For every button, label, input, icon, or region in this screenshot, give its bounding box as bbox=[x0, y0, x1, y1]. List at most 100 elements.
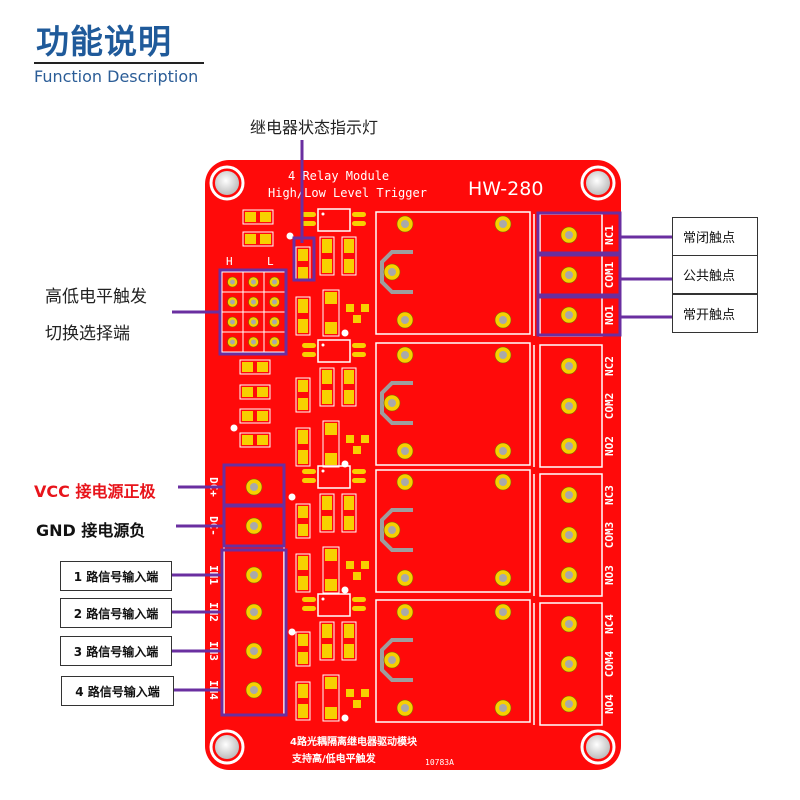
mounting-hole bbox=[209, 729, 245, 765]
test-point bbox=[341, 586, 349, 594]
solder-pad bbox=[560, 357, 578, 375]
smd-component bbox=[341, 493, 357, 533]
test-point bbox=[341, 329, 349, 337]
terminal-label: COM1 bbox=[603, 261, 616, 288]
callout-frame-com1 bbox=[536, 253, 622, 297]
solder-pad bbox=[494, 473, 512, 491]
terminal-label: NC3 bbox=[603, 485, 616, 505]
terminal-label: NC4 bbox=[603, 614, 616, 634]
callout-frame-nc1 bbox=[536, 211, 622, 255]
solder-pad bbox=[245, 517, 263, 535]
test-point bbox=[288, 628, 296, 636]
solder-pad bbox=[396, 442, 414, 460]
test-point bbox=[230, 424, 238, 432]
optocoupler-chip bbox=[302, 465, 366, 489]
solder-pad bbox=[248, 336, 259, 348]
solder-pad bbox=[248, 276, 259, 288]
mounting-hole bbox=[209, 165, 245, 201]
smd-component bbox=[319, 621, 335, 661]
relay bbox=[375, 211, 531, 335]
solder-pad bbox=[245, 681, 263, 699]
smd-component bbox=[322, 289, 340, 337]
solder-pad bbox=[269, 296, 280, 308]
smd-component bbox=[322, 420, 340, 468]
jumper-label-h: H bbox=[226, 255, 233, 268]
solder-pad bbox=[560, 437, 578, 455]
smd-component bbox=[242, 231, 274, 247]
solder-pad bbox=[227, 296, 238, 308]
board-title-line1: 4 Relay Module bbox=[288, 169, 389, 183]
solder-pad bbox=[383, 521, 401, 539]
title-divider bbox=[34, 62, 204, 64]
solder-pad bbox=[396, 569, 414, 587]
solder-pad bbox=[494, 569, 512, 587]
transistor bbox=[346, 435, 369, 454]
solder-pad bbox=[245, 603, 263, 621]
terminal-label: COM4 bbox=[603, 650, 616, 677]
smd-component bbox=[322, 674, 340, 722]
test-point bbox=[288, 493, 296, 501]
jumper-label-l: L bbox=[267, 255, 274, 268]
solder-pad bbox=[269, 316, 280, 328]
solder-pad bbox=[248, 316, 259, 328]
solder-pad bbox=[227, 316, 238, 328]
relay bbox=[375, 342, 531, 466]
solder-pad bbox=[227, 276, 238, 288]
mounting-hole bbox=[580, 729, 616, 765]
callout-trigger-select-line2: 切换选择端 bbox=[45, 324, 130, 344]
solder-pad bbox=[560, 695, 578, 713]
solder-pad bbox=[560, 615, 578, 633]
smd-component bbox=[239, 384, 271, 400]
terminal-label: NO3 bbox=[603, 565, 616, 585]
solder-pad bbox=[396, 603, 414, 621]
smd-component bbox=[295, 553, 311, 593]
smd-component bbox=[295, 631, 311, 667]
solder-pad bbox=[245, 478, 263, 496]
callout-input-4: 4 路信号输入端 bbox=[61, 676, 174, 706]
solder-pad bbox=[269, 276, 280, 288]
solder-pad bbox=[560, 486, 578, 504]
transistor bbox=[346, 561, 369, 580]
solder-pad bbox=[494, 215, 512, 233]
transistor bbox=[346, 304, 369, 323]
solder-pad bbox=[396, 699, 414, 717]
solder-pad bbox=[396, 346, 414, 364]
solder-pad bbox=[269, 336, 280, 348]
solder-pad bbox=[560, 226, 578, 244]
relay bbox=[375, 599, 531, 723]
relay bbox=[375, 469, 531, 593]
solder-pad bbox=[560, 266, 578, 284]
solder-pad bbox=[248, 296, 259, 308]
solder-pad bbox=[383, 263, 401, 281]
board-code: 10783A bbox=[425, 758, 454, 767]
trigger-jumper-header bbox=[221, 271, 286, 353]
callout-nc: 常闭触点 bbox=[672, 217, 758, 256]
solder-pad bbox=[396, 311, 414, 329]
callout-gnd: GND 接电源负 bbox=[36, 521, 146, 540]
terminal-label: NO1 bbox=[603, 305, 616, 325]
optocoupler-chip bbox=[302, 339, 366, 363]
solder-pad bbox=[494, 346, 512, 364]
solder-pad bbox=[383, 394, 401, 412]
solder-pad bbox=[383, 651, 401, 669]
page-subtitle: Function Description bbox=[34, 67, 199, 86]
smd-component bbox=[319, 493, 335, 533]
solder-pad bbox=[560, 655, 578, 673]
smd-component bbox=[341, 621, 357, 661]
callout-no: 常开触点 bbox=[672, 294, 758, 333]
solder-pad bbox=[560, 397, 578, 415]
terminal-label: NC1 bbox=[603, 225, 616, 245]
callout-status-led: 继电器状态指示灯 bbox=[250, 118, 379, 137]
board-title-line2: High/Low Level Trigger bbox=[268, 186, 427, 200]
callout-frame-led bbox=[292, 236, 316, 282]
smd-component bbox=[322, 546, 340, 594]
smd-component bbox=[295, 427, 311, 467]
smd-component bbox=[319, 367, 335, 407]
smd-component bbox=[341, 236, 357, 276]
solder-pad bbox=[494, 699, 512, 717]
optocoupler-chip bbox=[302, 208, 366, 232]
